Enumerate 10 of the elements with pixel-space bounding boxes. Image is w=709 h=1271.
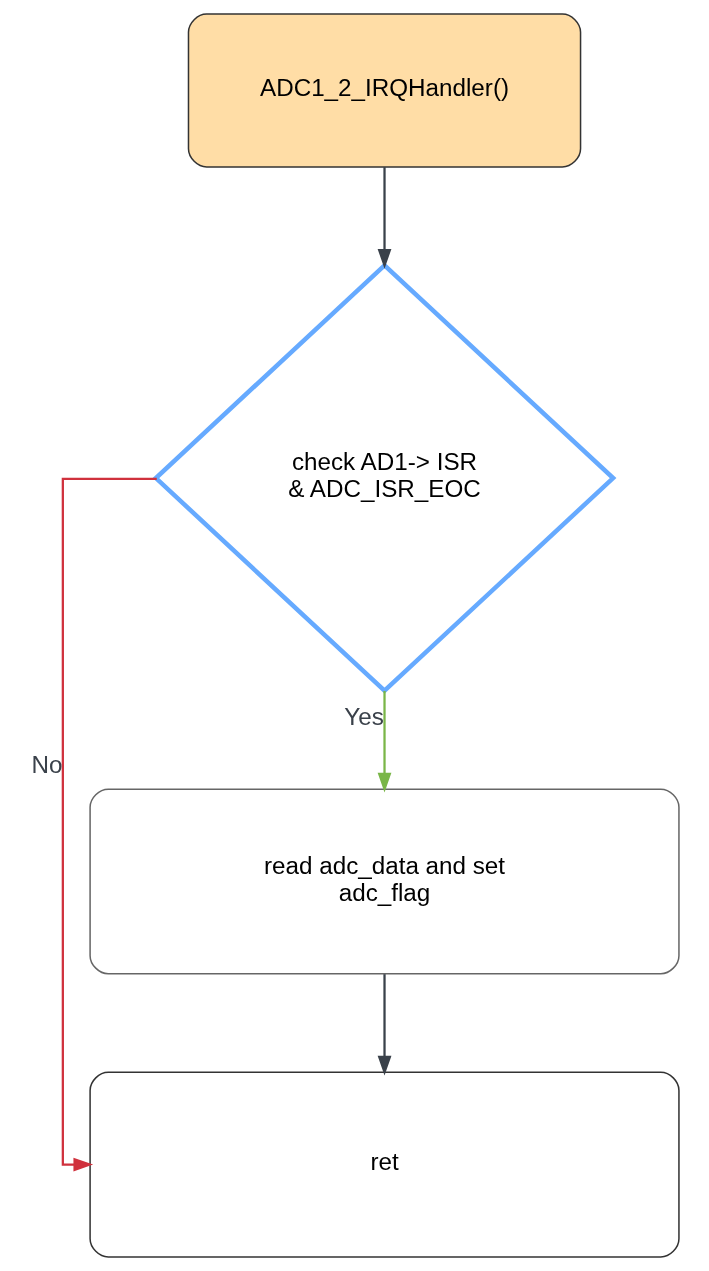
edge-label: Yes — [343, 702, 384, 730]
node-diamond: check AD1-> ISR & ADC_ISR_EOC — [152, 262, 616, 694]
arrow — [377, 691, 391, 793]
arrow — [61, 477, 157, 1172]
edge-label: No — [30, 750, 62, 778]
node-box: ADC1_2_IRQHandler() — [187, 13, 581, 168]
arrow — [377, 167, 391, 269]
node-box: ret — [88, 1071, 680, 1258]
node-box: read adc_data and set adc_flag — [88, 788, 680, 975]
arrow — [377, 974, 391, 1076]
